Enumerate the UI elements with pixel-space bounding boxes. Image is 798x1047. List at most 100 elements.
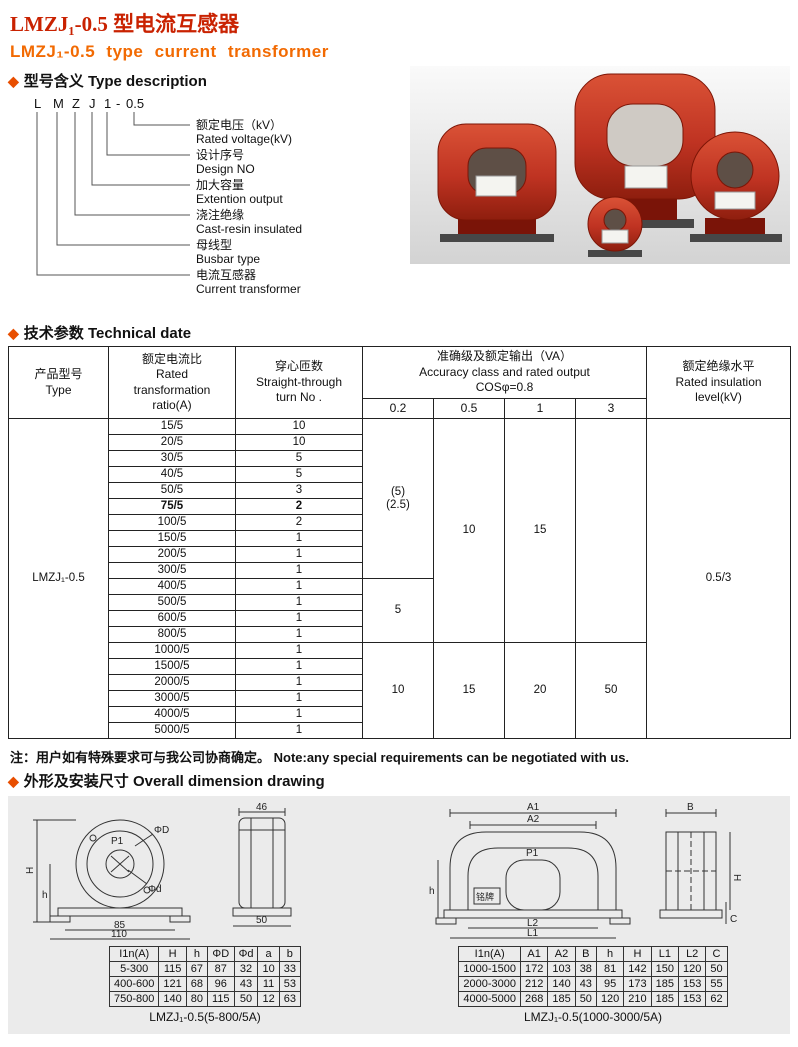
dim-label-B: B (687, 802, 694, 813)
turns-cell: 1 (235, 530, 363, 548)
ratio-cell: 3000/5 (108, 690, 236, 708)
turns-cell: 1 (235, 690, 363, 708)
dim-col-header: H (158, 946, 187, 963)
dim-cell: 212 (519, 976, 549, 993)
dim-label-h: h (429, 886, 435, 897)
dim-cell: 62 (705, 991, 728, 1008)
turns-cell: 5 (235, 450, 363, 468)
section-heading-dimensions: ◆外形及安装尺寸 Overall dimension drawing (8, 770, 790, 791)
ratio-cell: 150/5 (108, 530, 236, 548)
dim-label-phid: Φd (148, 884, 162, 895)
note-text: 注：用户如有特殊要求可与我公司协商确定。 Note:any special re… (10, 750, 630, 766)
dim-cell: 63 (278, 991, 301, 1008)
page-title-cn: LMZJ₁-0.5 型电流互感器 (10, 12, 240, 36)
dim-cell: 2000-3000 (458, 976, 521, 993)
dim-col-header: L2 (678, 946, 707, 963)
dimension-drawing-arch: A1 A2 P1 铭牌 L2 L1 h B H C (429, 802, 742, 939)
dim-col-header: H (623, 946, 652, 963)
turns-cell: 10 (235, 434, 363, 452)
dim-label-C: C (730, 914, 737, 925)
dim-cell: 1000-1500 (458, 961, 521, 978)
turns-cell: 10 (235, 418, 363, 436)
code-label-cn: 设计序号 (196, 147, 244, 162)
type-description-section: ◆型号含义 Type description L M Z J 1 - 0.5 (8, 66, 790, 318)
col-header-type: 产品型号 Type (8, 345, 109, 420)
dim-cell: 53 (278, 976, 301, 993)
type-code-diagram: L M Z J 1 - 0.5 额定电压（kV） (34, 96, 302, 296)
code-label-en: Busbar type (196, 252, 260, 266)
code-label-en: Cast-resin insulated (196, 222, 302, 236)
dim-label-p1: P1 (111, 836, 124, 847)
dim-cell: 153 (678, 991, 707, 1008)
dim-cell: 38 (574, 961, 597, 978)
code-char: 1 (104, 96, 111, 111)
col-header-acc-0.2: 0.2 (362, 397, 434, 420)
code-char: L (34, 96, 41, 111)
turns-cell: 3 (235, 482, 363, 500)
dimension-drawing-round: P1 ΦD Φd H h 85 110 46 50 (25, 802, 291, 940)
dim-cell: 95 (595, 976, 625, 993)
dim-cell: 172 (519, 961, 549, 978)
section-heading-technical-parameters: ◆技术参数 Technical date (8, 322, 790, 343)
dimension-caption: LMZJ₁-0.5(1000-3000/5A) (523, 1010, 663, 1025)
ratio-cell: 5000/5 (108, 722, 236, 740)
code-label-en: Design NO (196, 162, 255, 176)
dim-col-header: I1n(A) (458, 946, 521, 963)
dim-cell: 142 (623, 961, 652, 978)
turns-cell: 1 (235, 610, 363, 628)
drawing-lines (435, 809, 731, 939)
turns-cell: 2 (235, 514, 363, 532)
dim-label-46: 46 (256, 802, 268, 813)
diamond-icon: ◆ (8, 773, 19, 790)
code-char: M (53, 96, 64, 111)
ratio-cell: 300/5 (108, 562, 236, 580)
dim-label-phiD: ΦD (154, 825, 169, 836)
code-char: - (116, 96, 120, 111)
dim-col-header: a (257, 946, 280, 963)
dim-label-A1: A1 (527, 802, 540, 813)
dim-label-h: h (42, 890, 48, 901)
code-label-cn: 浇注绝缘 (196, 207, 244, 222)
accuracy-cell (574, 418, 648, 644)
ratio-cell: 800/5 (108, 626, 236, 644)
dim-col-header: I1n(A) (109, 946, 160, 963)
ratio-cell: 1000/5 (108, 642, 236, 660)
dim-cell: 115 (158, 961, 187, 978)
turns-cell: 1 (235, 562, 363, 580)
dim-cell: 750-800 (109, 991, 160, 1008)
technical-parameters-table: 产品型号 Type 额定电流比 Rated transformation rat… (8, 345, 792, 740)
product-photo-illustration (410, 66, 790, 264)
dim-cell: 50 (233, 991, 259, 1008)
dim-col-header: A2 (547, 946, 576, 963)
insulation-cell: 0.5/3 (646, 418, 792, 740)
dim-cell: 50 (705, 961, 728, 978)
section-title: 外形及安装尺寸 Overall dimension drawing (23, 773, 325, 791)
dim-cell: 68 (185, 976, 209, 993)
col-header-acc-1: 1 (504, 397, 576, 420)
turns-cell: 1 (235, 578, 363, 596)
dim-cell: 185 (650, 976, 680, 993)
accuracy-cell: 10 (362, 642, 434, 740)
dim-cell: 140 (158, 991, 187, 1008)
code-label-en: Rated voltage(kV) (196, 132, 292, 146)
page-header: LMZJ₁-0.5 型电流互感器 LMZJ₁-0.5 type current … (8, 8, 790, 62)
code-char: Z (72, 96, 80, 111)
accuracy-cell: 5 (362, 578, 434, 644)
dim-label-H: H (25, 867, 36, 874)
dim-cell: 33 (278, 961, 301, 978)
turns-cell: 1 (235, 594, 363, 612)
transformer-illustration (437, 73, 782, 257)
accuracy-cell: (5) (2.5) (362, 418, 434, 580)
ratio-cell: 100/5 (108, 514, 236, 532)
page-title-en: LMZJ₁-0.5 type current transformer (10, 42, 329, 61)
